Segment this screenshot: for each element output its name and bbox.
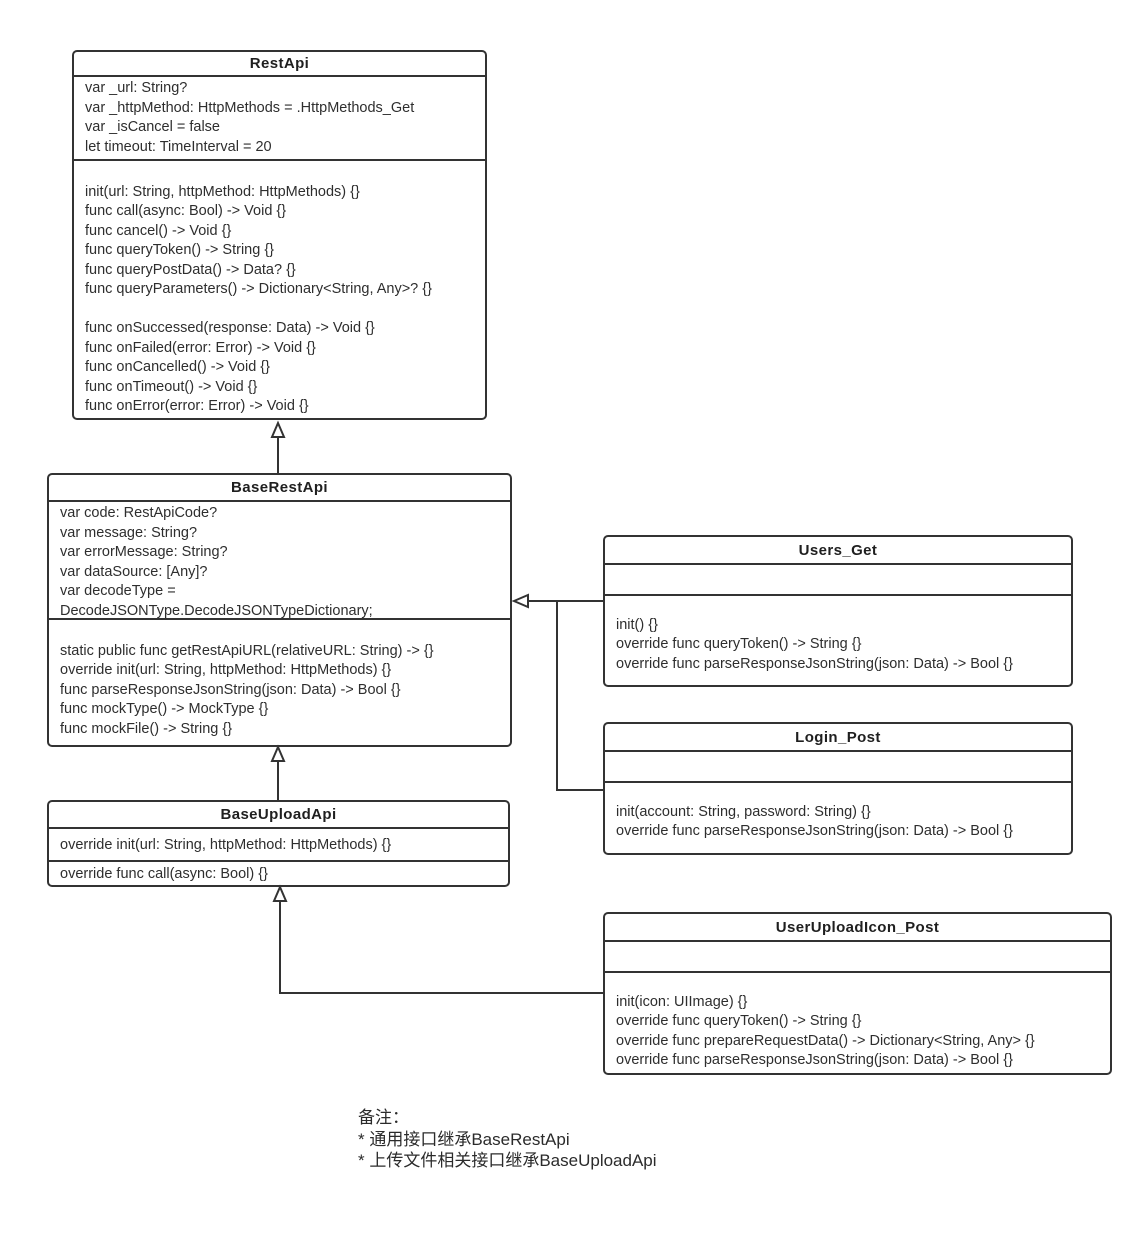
text-line: func onError(error: Error) -> Void {} [85,398,309,414]
class-restapi-methods: init(url: String, httpMethod: HttpMethod… [74,159,485,418]
text-line: func onFailed(error: Error) -> Void {} [85,339,316,356]
text-line: func mockType() -> MockType {} [60,701,269,717]
text-line: func queryToken() -> String {} [85,242,275,258]
text-line: var _httpMethod: HttpMethods = .HttpMeth… [85,99,415,116]
text-line: init(url: String, httpMethod: HttpMethod… [85,183,360,200]
class-baseuploadapi: BaseUploadApi override init(url: String,… [47,800,510,887]
text-line [616,596,1065,616]
class-baseuploadapi-title: BaseUploadApi [49,802,508,829]
arrow-loginpost-to-baserestapi [556,601,603,791]
class-restapi: RestApi var _url: String? var _httpMethod… [72,50,487,420]
text-line: var _url: String? [85,80,188,96]
text-line: init(icon: UIImage) {} [616,993,748,1010]
text-line: var errorMessage: String? [60,544,228,560]
class-restapi-attributes: var _url: String? var _httpMethod: HttpMe… [74,77,485,159]
text-line: override func queryToken() -> String {} [616,636,862,652]
class-users-get-methods: init() {} override func queryToken() -> S… [605,594,1071,685]
diagram-note: 备注： * 通用接口继承BaseRestApi * 上传文件相关接口继承BaseUp… [358,1107,657,1172]
class-useruploadicon-post: UserUploadIcon_Post init(icon: UIImage) … [603,912,1112,1075]
class-restapi-title: RestApi [74,52,485,77]
arrow-baserestapi-to-restapi [270,420,286,473]
text-line: let timeout: TimeInterval = 20 [85,138,272,155]
text-line: func parseResponseJsonString(json: Data)… [60,681,401,698]
text-line: init(account: String, password: String) … [616,803,871,820]
text-line: var decodeType = [60,583,176,599]
text-line [616,783,1065,803]
text-line: func queryParameters() -> Dictionary<Str… [85,281,432,297]
class-login-post-attributes [605,752,1071,781]
class-baserestapi-methods: static public func getRestApiURL(relativ… [49,618,510,745]
text-line: func mockFile() -> String {} [60,720,233,737]
text-line: 备注： [358,1108,409,1127]
text-line: func onTimeout() -> Void {} [85,378,258,395]
text-line [85,300,479,320]
text-line: override init(url: String, httpMethod: H… [60,662,392,678]
text-line: static public func getRestApiURL(relativ… [60,642,434,659]
text-line: var code: RestApiCode? [60,505,218,521]
arrow-usersget-to-baserestapi [511,593,603,609]
class-users-get: Users_Get init() {} override func queryTo… [603,535,1073,687]
class-users-get-attributes [605,565,1071,594]
text-line [60,622,504,642]
class-login-post: Login_Post init(account: String, passwor… [603,722,1073,855]
class-useruploadicon-post-attributes [605,942,1110,971]
class-baserestapi-title: BaseRestApi [49,475,510,502]
class-baserestapi-attributes: var code: RestApiCode? var message: Strin… [49,502,510,618]
class-users-get-title: Users_Get [605,537,1071,565]
text-line: func cancel() -> Void {} [85,222,232,239]
text-line: DecodeJSONType.DecodeJSONTypeDictionary; [60,602,373,619]
text-line: override func queryToken() -> String {} [616,1013,862,1029]
class-useruploadicon-post-title: UserUploadIcon_Post [605,914,1110,942]
arrow-useruploadiconpost-to-baseuploadapi [272,884,603,994]
text-line: func onCancelled() -> Void {} [85,359,270,375]
text-line: var message: String? [60,524,198,541]
class-login-post-title: Login_Post [605,724,1071,752]
text-line: var _isCancel = false [85,119,220,135]
class-baserestapi: BaseRestApi var code: RestApiCode? var me… [47,473,512,747]
text-line: override func parseResponseJsonString(js… [616,823,1013,839]
class-baseuploadapi-method-init: override init(url: String, httpMethod: H… [60,836,392,853]
text-line: * 通用接口继承BaseRestApi [358,1129,570,1149]
text-line: var dataSource: [Any]? [60,563,208,580]
text-line [616,973,1104,993]
text-line: func onSuccessed(response: Data) -> Void… [85,320,375,336]
text-line: override func parseResponseJsonString(js… [616,1052,1013,1068]
arrow-baseuploadapi-to-baserestapi [270,744,286,800]
class-useruploadicon-post-methods: init(icon: UIImage) {} override func quer… [605,971,1110,1073]
text-line: func call(async: Bool) -> Void {} [85,203,287,219]
text-line: override func parseResponseJsonString(js… [616,655,1013,672]
text-line: * 上传文件相关接口继承BaseUploadApi [358,1151,657,1170]
class-login-post-methods: init(account: String, password: String) … [605,781,1071,853]
class-baseuploadapi-method-call: override func call(async: Bool) {} [49,860,508,885]
text-line: func queryPostData() -> Data? {} [85,261,296,278]
text-line: init() {} [616,616,658,633]
text-line [85,163,479,183]
text-line: override func prepareRequestData() -> Di… [616,1032,1035,1049]
